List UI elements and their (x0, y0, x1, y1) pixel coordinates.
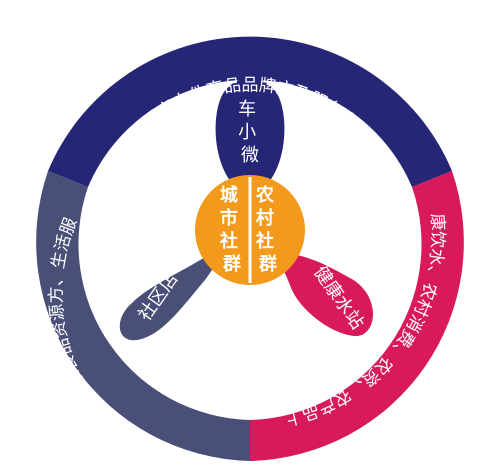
center-left-char-3: 社 (220, 230, 238, 252)
center-right-char-1: 农 (255, 184, 274, 206)
center-right-label: 农 村 社 群 (255, 184, 280, 275)
ring-right-segment (250, 171, 464, 461)
center-right-char-2: 村 (256, 207, 274, 229)
ring-left-segment (36, 171, 250, 461)
center-right-char-3: 社 (256, 230, 274, 252)
petal-top-label: 车 小 微 (238, 99, 262, 166)
center-left-char-1: 城 (220, 184, 238, 206)
center-left-char-4: 群 (223, 253, 241, 275)
petal-top-char-2: 小 (238, 122, 256, 143)
petal-right (278, 253, 373, 337)
center-left-label: 城 市 社 群 (220, 184, 244, 275)
petal-left (119, 248, 219, 341)
petal-top-char-1: 车 (238, 99, 256, 120)
petal-top-char-3: 微 (241, 145, 259, 166)
center-left-char-2: 市 (220, 207, 238, 229)
center-right-char-4: 群 (259, 253, 277, 275)
ring-top-segment (48, 36, 452, 187)
petal-top (215, 77, 285, 196)
